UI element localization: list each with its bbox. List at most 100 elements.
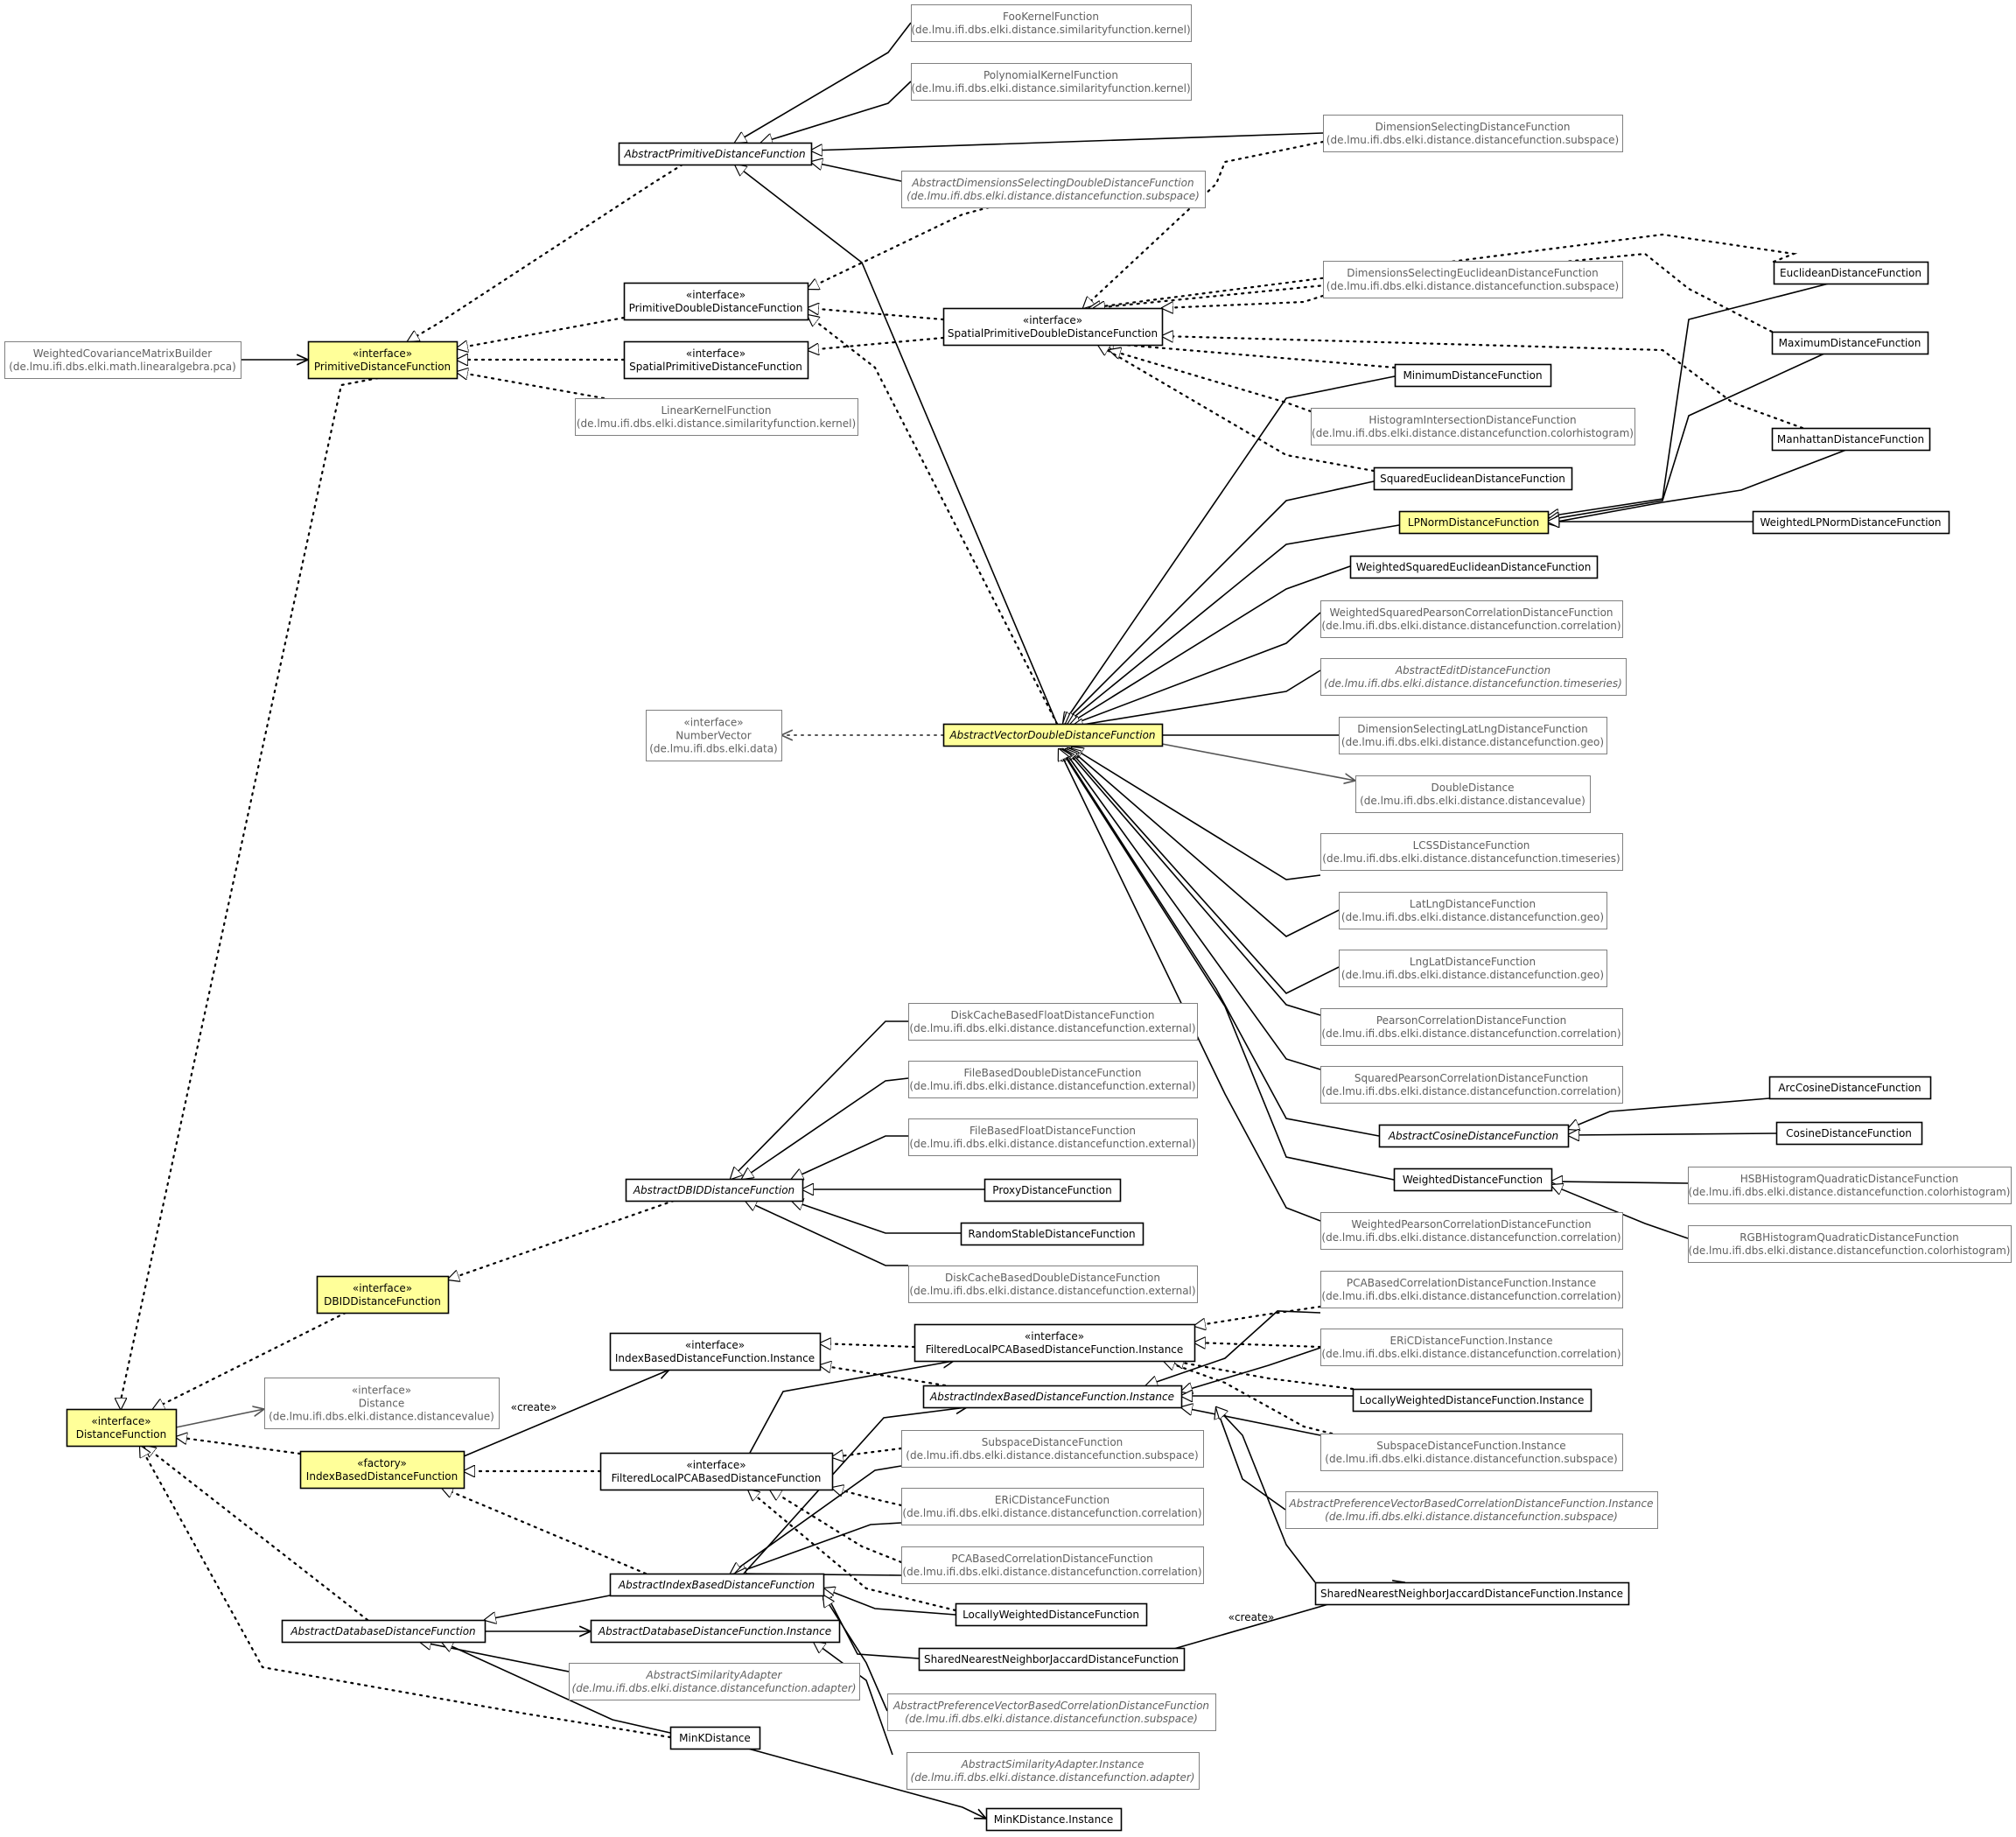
- class-node-RGBDF[interactable]: RGBHistogramQuadraticDistanceFunction(de…: [1688, 1225, 2012, 1263]
- class-box: [887, 1693, 1216, 1731]
- class-node-ProxyDF[interactable]: ProxyDistanceFunction: [984, 1178, 1122, 1202]
- class-node-MaxDF[interactable]: MaximumDistanceFunction: [1771, 331, 1929, 355]
- class-node-SqPCDF[interactable]: SquaredPearsonCorrelationDistanceFunctio…: [1320, 1066, 1623, 1104]
- class-node-IBDFI[interactable]: «interface»IndexBasedDistanceFunction.In…: [609, 1332, 822, 1371]
- class-node-WCMB[interactable]: WeightedCovarianceMatrixBuilder(de.lmu.i…: [4, 341, 242, 379]
- class-node-ADBDFI[interactable]: AbstractDatabaseDistanceFunction.Instanc…: [590, 1619, 841, 1644]
- class-node-ManDF[interactable]: ManhattanDistanceFunction: [1771, 427, 1931, 452]
- class-stereotype: «interface»: [686, 289, 746, 301]
- class-node-ERiCI[interactable]: ERiCDistanceFunction.Instance(de.lmu.ifi…: [1320, 1329, 1623, 1366]
- class-node-LWDF[interactable]: LocallyWeightedDistanceFunction: [955, 1602, 1148, 1627]
- class-node-DistFn[interactable]: «interface»DistanceFunction: [66, 1408, 178, 1448]
- edge-realize-APDF-PDF: [408, 163, 684, 341]
- class-node-DoubleDist[interactable]: DoubleDistance(de.lmu.ifi.dbs.elki.dista…: [1355, 775, 1591, 813]
- class-node-SNNJDFI[interactable]: SharedNearestNeighborJaccardDistanceFunc…: [1314, 1581, 1630, 1606]
- class-node-ACosDF[interactable]: AbstractCosineDistanceFunction: [1378, 1124, 1570, 1148]
- class-node-Distance[interactable]: «interface»Distance(de.lmu.ifi.dbs.elki.…: [264, 1378, 500, 1429]
- class-node-AIBDFI[interactable]: AbstractIndexBasedDistanceFunction.Insta…: [922, 1385, 1183, 1409]
- class-node-AVDDF[interactable]: AbstractVectorDoubleDistanceFunction: [942, 723, 1164, 747]
- class-box: [1398, 510, 1550, 535]
- class-node-DSEDF[interactable]: DimensionsSelectingEuclideanDistanceFunc…: [1323, 261, 1623, 298]
- class-node-MinK[interactable]: MinKDistance: [669, 1726, 761, 1750]
- class-node-LngLatDF[interactable]: LngLatDistanceFunction(de.lmu.ifi.dbs.el…: [1339, 950, 1607, 987]
- class-node-DSLatLngDF[interactable]: DimensionSelectingLatLngDistanceFunction…: [1339, 717, 1607, 754]
- class-node-AEditDF[interactable]: AbstractEditDistanceFunction(de.lmu.ifi.…: [1320, 658, 1627, 696]
- class-node-RandStDF[interactable]: RandomStableDistanceFunction: [960, 1222, 1144, 1246]
- class-node-HistDF[interactable]: HistogramIntersectionDistanceFunction(de…: [1311, 408, 1635, 445]
- class-node-ADSDDF[interactable]: AbstractDimensionsSelectingDoubleDistanc…: [901, 171, 1206, 208]
- class-node-PDDF[interactable]: «interface»PrimitiveDoubleDistanceFuncti…: [623, 282, 809, 321]
- class-node-APVBCDFI[interactable]: AbstractPreferenceVectorBasedCorrelation…: [1285, 1491, 1658, 1529]
- class-stereotype: «factory»: [357, 1457, 407, 1469]
- edge-assoc-AIBDF-AIBDFI: [743, 1407, 967, 1574]
- class-node-SNNJDF[interactable]: SharedNearestNeighborJaccardDistanceFunc…: [918, 1647, 1186, 1672]
- edge-extends-APVBCDFI-AIBDFI: [1216, 1407, 1286, 1511]
- class-name: FilteredLocalPCABasedDistanceFunction: [612, 1472, 822, 1484]
- class-box: [1773, 261, 1929, 285]
- class-node-PCDF[interactable]: PearsonCorrelationDistanceFunction(de.lm…: [1320, 1008, 1623, 1046]
- class-node-FileFloat[interactable]: FileBasedFloatDistanceFunction(de.lmu.if…: [908, 1118, 1198, 1156]
- create-label: «create»: [1228, 1611, 1275, 1623]
- class-node-CosDF[interactable]: CosineDistanceFunction: [1775, 1121, 1923, 1146]
- class-box: [911, 4, 1192, 42]
- class-node-ADBDF[interactable]: AbstractDatabaseDistanceFunction: [281, 1619, 486, 1644]
- class-node-LPNDF[interactable]: LPNormDistanceFunction: [1398, 510, 1550, 535]
- class-node-WSqEucDF[interactable]: WeightedSquaredEuclideanDistanceFunction: [1349, 555, 1599, 579]
- edge-extends-ASimAd-ADBDF: [420, 1642, 570, 1672]
- class-node-SPDDF[interactable]: «interface»SpatialPrimitiveDoubleDistanc…: [942, 307, 1164, 347]
- class-node-SubDF[interactable]: SubspaceDistanceFunction(de.lmu.ifi.dbs.…: [901, 1430, 1204, 1468]
- edge-realize-DimSelDF-SPDDF: [1083, 140, 1325, 308]
- class-name: AbstractCosineDistanceFunction: [1388, 1130, 1558, 1142]
- class-node-SubDFI[interactable]: SubspaceDistanceFunction.Instance(de.lmu…: [1320, 1434, 1623, 1471]
- class-node-FooKF[interactable]: FooKernelFunction(de.lmu.ifi.dbs.elki.di…: [911, 4, 1192, 42]
- class-node-MinDF[interactable]: MinimumDistanceFunction: [1394, 363, 1552, 388]
- class-node-WPCDF[interactable]: WeightedPearsonCorrelationDistanceFuncti…: [1320, 1212, 1623, 1250]
- class-node-ADBIDDF[interactable]: AbstractDBIDDistanceFunction: [625, 1178, 804, 1202]
- class-node-PDF[interactable]: «interface»PrimitiveDistanceFunction: [307, 340, 458, 380]
- class-name: SquaredPearsonCorrelationDistanceFunctio…: [1354, 1072, 1588, 1084]
- class-node-NumVec[interactable]: «interface»NumberVector(de.lmu.ifi.dbs.e…: [646, 710, 782, 761]
- class-node-DBIDDF[interactable]: «interface»DBIDDistanceFunction: [316, 1275, 450, 1315]
- class-box: [911, 63, 1192, 101]
- class-node-ArcCosDF[interactable]: ArcCosineDistanceFunction: [1768, 1076, 1932, 1100]
- class-stereotype: «interface»: [683, 717, 743, 729]
- class-node-WDF[interactable]: WeightedDistanceFunction: [1393, 1167, 1553, 1192]
- class-node-IBDF[interactable]: «factory»IndexBasedDistanceFunction: [299, 1450, 466, 1490]
- class-node-FLPCA[interactable]: «interface»FilteredLocalPCABasedDistance…: [599, 1452, 834, 1491]
- class-box: [1320, 1008, 1623, 1046]
- class-node-EucDF[interactable]: EuclideanDistanceFunction: [1773, 261, 1929, 285]
- class-node-SqEucDF[interactable]: SquaredEuclideanDistanceFunction: [1373, 466, 1573, 491]
- class-node-FileDouble[interactable]: FileBasedDoubleDistanceFunction(de.lmu.i…: [908, 1061, 1198, 1098]
- class-node-FLPCAI[interactable]: «interface»FilteredLocalPCABasedDistance…: [914, 1323, 1196, 1363]
- edge-assoc-FLPCA-FLPCAI: [749, 1361, 954, 1454]
- class-node-HSBDF[interactable]: HSBHistogramQuadraticDistanceFunction(de…: [1688, 1167, 2012, 1204]
- class-node-PolyKF[interactable]: PolynomialKernelFunction(de.lmu.ifi.dbs.…: [911, 63, 1192, 101]
- class-node-DimSelDF[interactable]: DimensionSelectingDistanceFunction(de.lm…: [1323, 115, 1623, 152]
- class-node-DiskDouble[interactable]: DiskCacheBasedDoubleDistanceFunction(de.…: [908, 1266, 1198, 1303]
- class-node-PCACorrDF[interactable]: PCABasedCorrelationDistanceFunction(de.l…: [901, 1546, 1204, 1584]
- class-node-MinKI[interactable]: MinKDistance.Instance: [985, 1807, 1123, 1832]
- class-node-AIBDF[interactable]: AbstractIndexBasedDistanceFunction: [609, 1573, 825, 1597]
- class-node-APVBCDF[interactable]: AbstractPreferenceVectorBasedCorrelation…: [887, 1693, 1216, 1731]
- class-node-PCACorrI[interactable]: PCABasedCorrelationDistanceFunction.Inst…: [1320, 1271, 1623, 1308]
- class-node-LCSSDF[interactable]: LCSSDistanceFunction(de.lmu.ifi.dbs.elki…: [1320, 833, 1623, 871]
- class-node-LatLngDF[interactable]: LatLngDistanceFunction(de.lmu.ifi.dbs.el…: [1339, 892, 1607, 929]
- class-node-ASimAd[interactable]: AbstractSimilarityAdapter(de.lmu.ifi.dbs…: [569, 1663, 860, 1700]
- class-node-DiskFloat[interactable]: DiskCacheBasedFloatDistanceFunction(de.l…: [908, 1003, 1198, 1041]
- class-node-WLPNDF[interactable]: WeightedLPNormDistanceFunction: [1752, 510, 1950, 535]
- class-name: WeightedPearsonCorrelationDistanceFuncti…: [1351, 1218, 1591, 1231]
- class-node-SPDF[interactable]: «interface»SpatialPrimitiveDistanceFunct…: [623, 340, 809, 380]
- class-node-WSqPCDF[interactable]: WeightedSquaredPearsonCorrelationDistanc…: [1320, 600, 1623, 638]
- class-node-APDF[interactable]: AbstractPrimitiveDistanceFunction: [618, 142, 813, 166]
- edge-extends-ERiCDF-AIBDF: [735, 1522, 902, 1574]
- edge-realize-MinDF-SPDDF: [1102, 343, 1396, 369]
- class-node-ERiCDF[interactable]: ERiCDistanceFunction(de.lmu.ifi.dbs.elki…: [901, 1488, 1204, 1525]
- class-stereotype: «interface»: [353, 1282, 412, 1294]
- class-node-LWDFI[interactable]: LocallyWeightedDistanceFunction.Instance: [1352, 1388, 1592, 1413]
- class-package: (de.lmu.ifi.dbs.elki.distance.similarity…: [911, 24, 1190, 36]
- class-node-ASimAdI[interactable]: AbstractSimilarityAdapter.Instance(de.lm…: [906, 1752, 1200, 1790]
- class-node-LinKF[interactable]: LinearKernelFunction(de.lmu.ifi.dbs.elki…: [575, 398, 858, 436]
- class-box: [1688, 1167, 2012, 1204]
- class-box: [960, 1222, 1144, 1246]
- class-name: FileBasedFloatDistanceFunction: [970, 1125, 1136, 1137]
